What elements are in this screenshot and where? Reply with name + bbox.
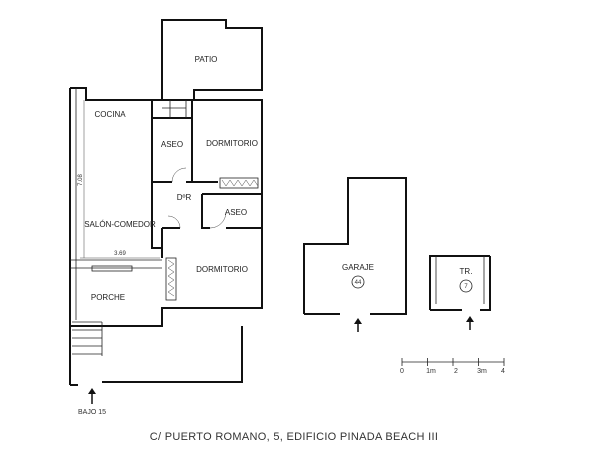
scale-tick-2: 2 (454, 368, 458, 375)
room-label-dormitorio-1: DORMITORIO (206, 139, 258, 148)
garaje-walls (303, 177, 407, 315)
room-label-dormitorio-2: DORMITORIO (196, 265, 248, 274)
garaje-number-circle (351, 275, 365, 289)
trastero-number: 7 (464, 284, 468, 290)
scale-bar (401, 358, 505, 366)
room-label-patio: PATIO (195, 55, 218, 64)
scale-tick-0: 0 (400, 368, 404, 375)
garaje-arrow-icon (354, 318, 362, 332)
room-label-trastero: TR. (460, 267, 473, 276)
apartment-walls (69, 19, 263, 386)
inner-lines (70, 88, 187, 356)
room-label-aseo-1: ASEO (161, 140, 183, 149)
closet-dormitorio1 (219, 177, 259, 189)
entrance-label: BAJO 15 (78, 409, 106, 416)
doors (167, 167, 227, 229)
room-label-aseo-2: ASEO (225, 208, 247, 217)
room-label-salon-comedor: SALÓN-COMEDOR (84, 220, 156, 229)
scale-tick-1: 1m (426, 368, 436, 375)
entrance-arrow-icon (88, 388, 96, 404)
scale-tick-3: 3m (477, 368, 487, 375)
trastero-arrow-icon (466, 316, 474, 330)
trastero-number-circle (459, 279, 473, 293)
plan-caption: C/ PUERTO ROMANO, 5, EDIFICIO PINADA BEA… (150, 431, 438, 443)
room-label-cocina: COCINA (94, 110, 126, 119)
room-label-distribuidor: DºR (177, 193, 192, 202)
trastero-walls (429, 255, 491, 311)
room-label-garaje: GARAJE (342, 263, 374, 272)
room-label-porche: PORCHE (91, 293, 125, 302)
closet-dormitorio2 (165, 257, 177, 301)
dimension-width: 3.69 (114, 251, 126, 257)
scale-tick-4: 4 (501, 368, 505, 375)
dimension-lines (80, 100, 160, 259)
dimension-height: 7.08 (78, 174, 84, 186)
garaje-number: 44 (355, 280, 362, 286)
